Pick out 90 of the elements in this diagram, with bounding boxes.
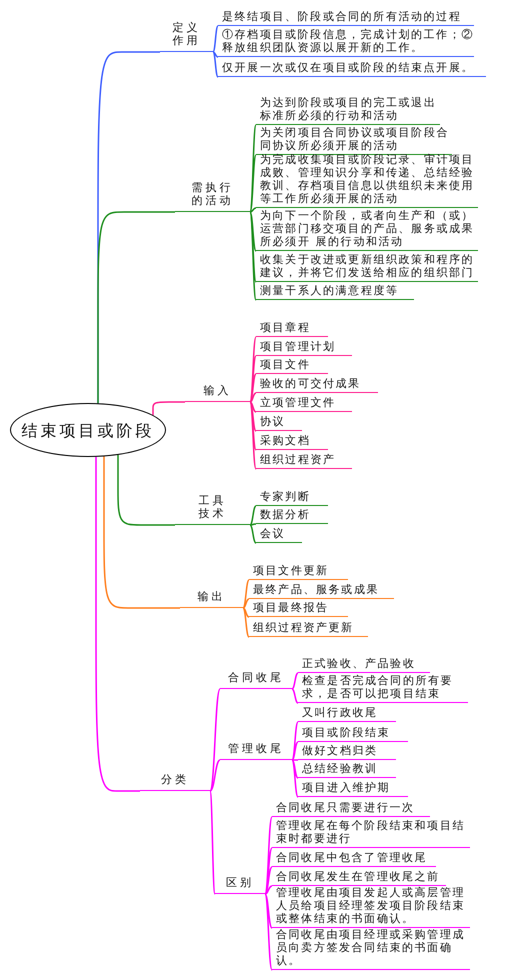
branch-line: [242, 607, 250, 618]
branch-line: [292, 759, 298, 779]
subtopic: 总结经验教训: [298, 761, 396, 778]
branch-line: [210, 759, 220, 792]
branch-line: [264, 885, 272, 895]
subtopic: 项目文件更新: [249, 563, 348, 580]
subtopic: 专家判断: [256, 489, 328, 506]
branch-topic: 工具技术: [175, 490, 250, 525]
branch-line: [212, 52, 219, 78]
branch-line: [250, 207, 256, 213]
branch-line: [264, 848, 273, 894]
branch-line: [250, 523, 256, 526]
branch-line: [250, 524, 256, 544]
subtopic: 组织过程资产更新: [249, 620, 368, 637]
subtopic: 为向下一个阶段，或者向生产和（或）运营部门移交项目的产品、服务或成果所必须开 展的行动和活动: [256, 210, 478, 251]
subtopic: 合同收尾只需要进行一次: [272, 800, 430, 817]
branch-line: [292, 672, 298, 690]
branch-line: [249, 124, 257, 212]
subtopic: 会议: [256, 526, 302, 543]
branch-topic: 管理收尾: [220, 740, 292, 760]
subtopic: 管理收尾由项目发起人或高层管理人员给项目经理签发项目阶段结束或整体结束的书面确认。: [272, 888, 470, 928]
branch-line: [117, 454, 175, 526]
branch-line: [249, 402, 257, 432]
subtopic: 项目章程: [256, 320, 328, 337]
subtopic: 做好文档归类: [298, 743, 396, 760]
subtopic: 是终结项目、阶段或合同的所有活动的过程: [218, 6, 474, 26]
branch-line: [250, 392, 256, 403]
subtopic: 协议: [256, 414, 302, 431]
branch-line: [242, 598, 250, 609]
subtopic: 合同收尾中包含了管理收尾: [272, 850, 436, 867]
central-topic-ellipse: 结束项目或阶段: [10, 403, 166, 457]
subtopic: 收集关于改进或更新组织政策和程序的建议，并将它们发送给相应的组织部门: [256, 253, 478, 282]
branch-line: [292, 688, 298, 704]
branch-topic: 定义作用: [160, 15, 213, 52]
branch-line: [242, 580, 250, 608]
branch-line: [249, 505, 257, 526]
subtopic: 项目最终报告: [249, 600, 348, 617]
branch-line: [264, 894, 273, 928]
subtopic: ①存档项目或阶段信息，完成计划的工作；②释放组织团队资源以展开新的工作。: [218, 28, 474, 57]
branch-line: [249, 154, 257, 212]
branch-line: [292, 741, 298, 761]
branch-line: [264, 866, 273, 895]
subtopic: 正式验收、产品验收: [298, 656, 430, 673]
subtopic: 又叫行政收尾: [298, 705, 396, 722]
branch-line: [209, 790, 216, 894]
branch-line: [209, 688, 221, 792]
branch-line: [212, 26, 219, 52]
subtopic: 组织过程资产: [256, 452, 352, 469]
subtopic: 为达到阶段或项目的完工或退出标准所必须的行动和活动: [256, 93, 440, 125]
branch-line: [249, 402, 257, 450]
subtopic: 为关闭项目合同协议或项目阶段合同协议所必须开展的活动: [256, 127, 452, 155]
branch-line: [250, 401, 256, 413]
subtopic: 测量干系人的满意程度等: [256, 284, 414, 300]
subtopic: 仅开展一次或仅在项目或阶段的结束点开展。: [218, 59, 486, 77]
subtopic: 合同收尾由项目经理或采购管理成员向卖方签发合同结束的书面确认。: [272, 930, 470, 970]
branch-topic: 输入: [185, 380, 250, 402]
branch-line: [249, 374, 257, 402]
branch-line: [249, 212, 257, 300]
branch-line: [292, 759, 298, 761]
branch-line: [95, 456, 140, 792]
subtopic: 合同收尾发生在管理收尾之前: [272, 869, 446, 886]
subtopic: 项目文件: [256, 357, 328, 374]
subtopic: 验收的可交付成果: [256, 376, 378, 393]
branch-line: [212, 51, 218, 58]
subtopic: 检查是否完成合同的所有要求，是否可以把项目结束: [298, 675, 468, 703]
branch-topic: 需执行的活动: [175, 176, 250, 212]
branch-line: [264, 894, 273, 970]
branch-topic: 区别: [215, 872, 265, 894]
branch-line: [152, 401, 185, 416]
branch-line: [97, 211, 175, 404]
branch-line: [249, 356, 257, 402]
subtopic: 采购文档: [256, 433, 328, 450]
branch-line: [242, 608, 250, 638]
branch-line: [264, 816, 273, 894]
subtopic: 项目管理计划: [256, 339, 352, 356]
subtopic: 项目或阶段结束: [298, 725, 408, 742]
branch-line: [103, 456, 180, 609]
subtopic: 最终产品、服务或成果: [249, 582, 394, 599]
subtopic: 立项管理文件: [256, 395, 352, 412]
branch-topic: 输出: [180, 586, 243, 608]
branch-line: [291, 760, 299, 798]
subtopic: 数据分析: [256, 507, 328, 524]
branch-line: [249, 212, 257, 252]
branch-line: [249, 402, 257, 470]
branch-line: [291, 722, 299, 760]
branch-topic: 分类: [140, 769, 210, 791]
subtopic: 管理收尾在每个阶段结束和项目结束时都要进行: [272, 819, 470, 848]
subtopic: 为完成收集项目或阶段记录、审计项目成败、管理知识分享和传递、总结经验教训、存档项目信息以供组织未来使用等工作所必须开展的活动: [256, 152, 478, 208]
branch-topic: 合同收尾: [220, 669, 292, 689]
subtopic: 项目进入维护期: [298, 780, 408, 797]
